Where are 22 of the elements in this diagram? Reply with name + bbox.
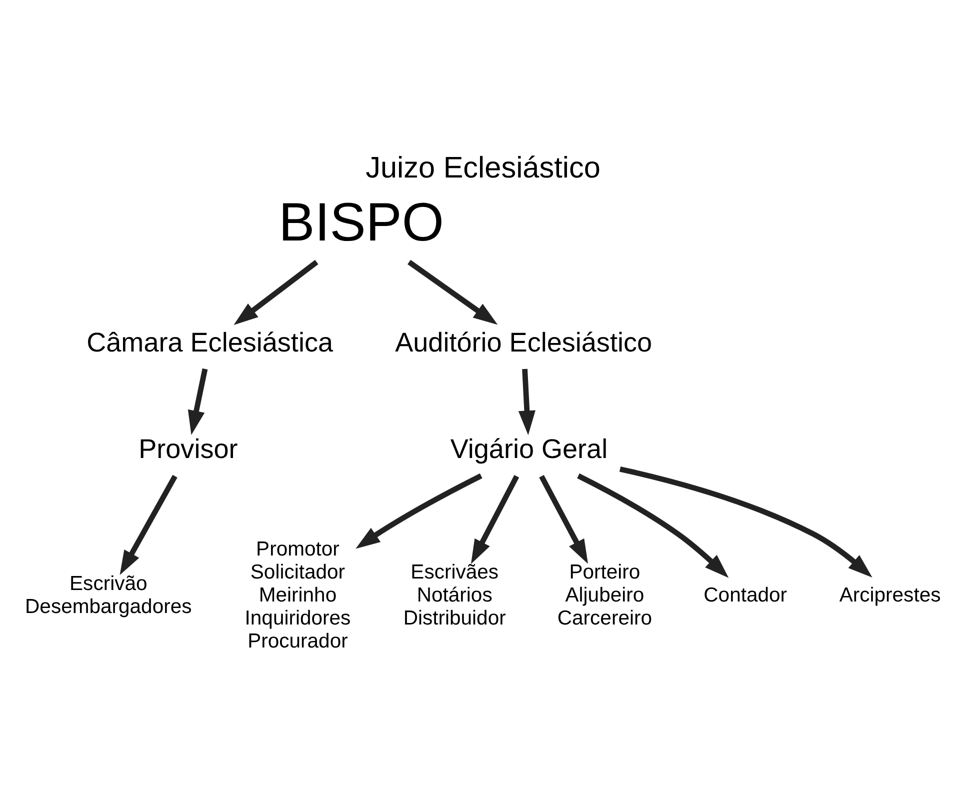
node-text: Contador	[704, 584, 788, 606]
arrow	[234, 259, 318, 324]
node-text: Arciprestes	[839, 584, 941, 606]
arrow	[619, 466, 872, 577]
node-text: BISPO	[278, 192, 444, 252]
arrow	[356, 472, 482, 548]
arrow	[518, 368, 536, 435]
node-text: Câmara Eclesiástica	[86, 326, 334, 357]
arrow	[539, 474, 588, 564]
node-text: Auditório Eclesiástico	[395, 326, 652, 357]
node-text: Escrivães Notários Distribuidor	[403, 560, 506, 629]
arrow	[577, 472, 729, 578]
arrow	[188, 368, 208, 434]
arrow	[120, 474, 178, 574]
arrow	[470, 474, 520, 564]
node-text: Escrivão Desembargadores	[25, 572, 192, 618]
node-text: Promotor Solicitador Meirinho Inquiridores Procurador	[244, 538, 351, 652]
node-text: Provisor	[138, 434, 238, 464]
node-text: Porteiro Aljubeiro Carcereiro	[557, 560, 652, 629]
diagram-title: Juizo Eclesiástico	[366, 151, 600, 184]
node-text: Vigário Geral	[450, 434, 608, 464]
arrow	[408, 259, 498, 324]
